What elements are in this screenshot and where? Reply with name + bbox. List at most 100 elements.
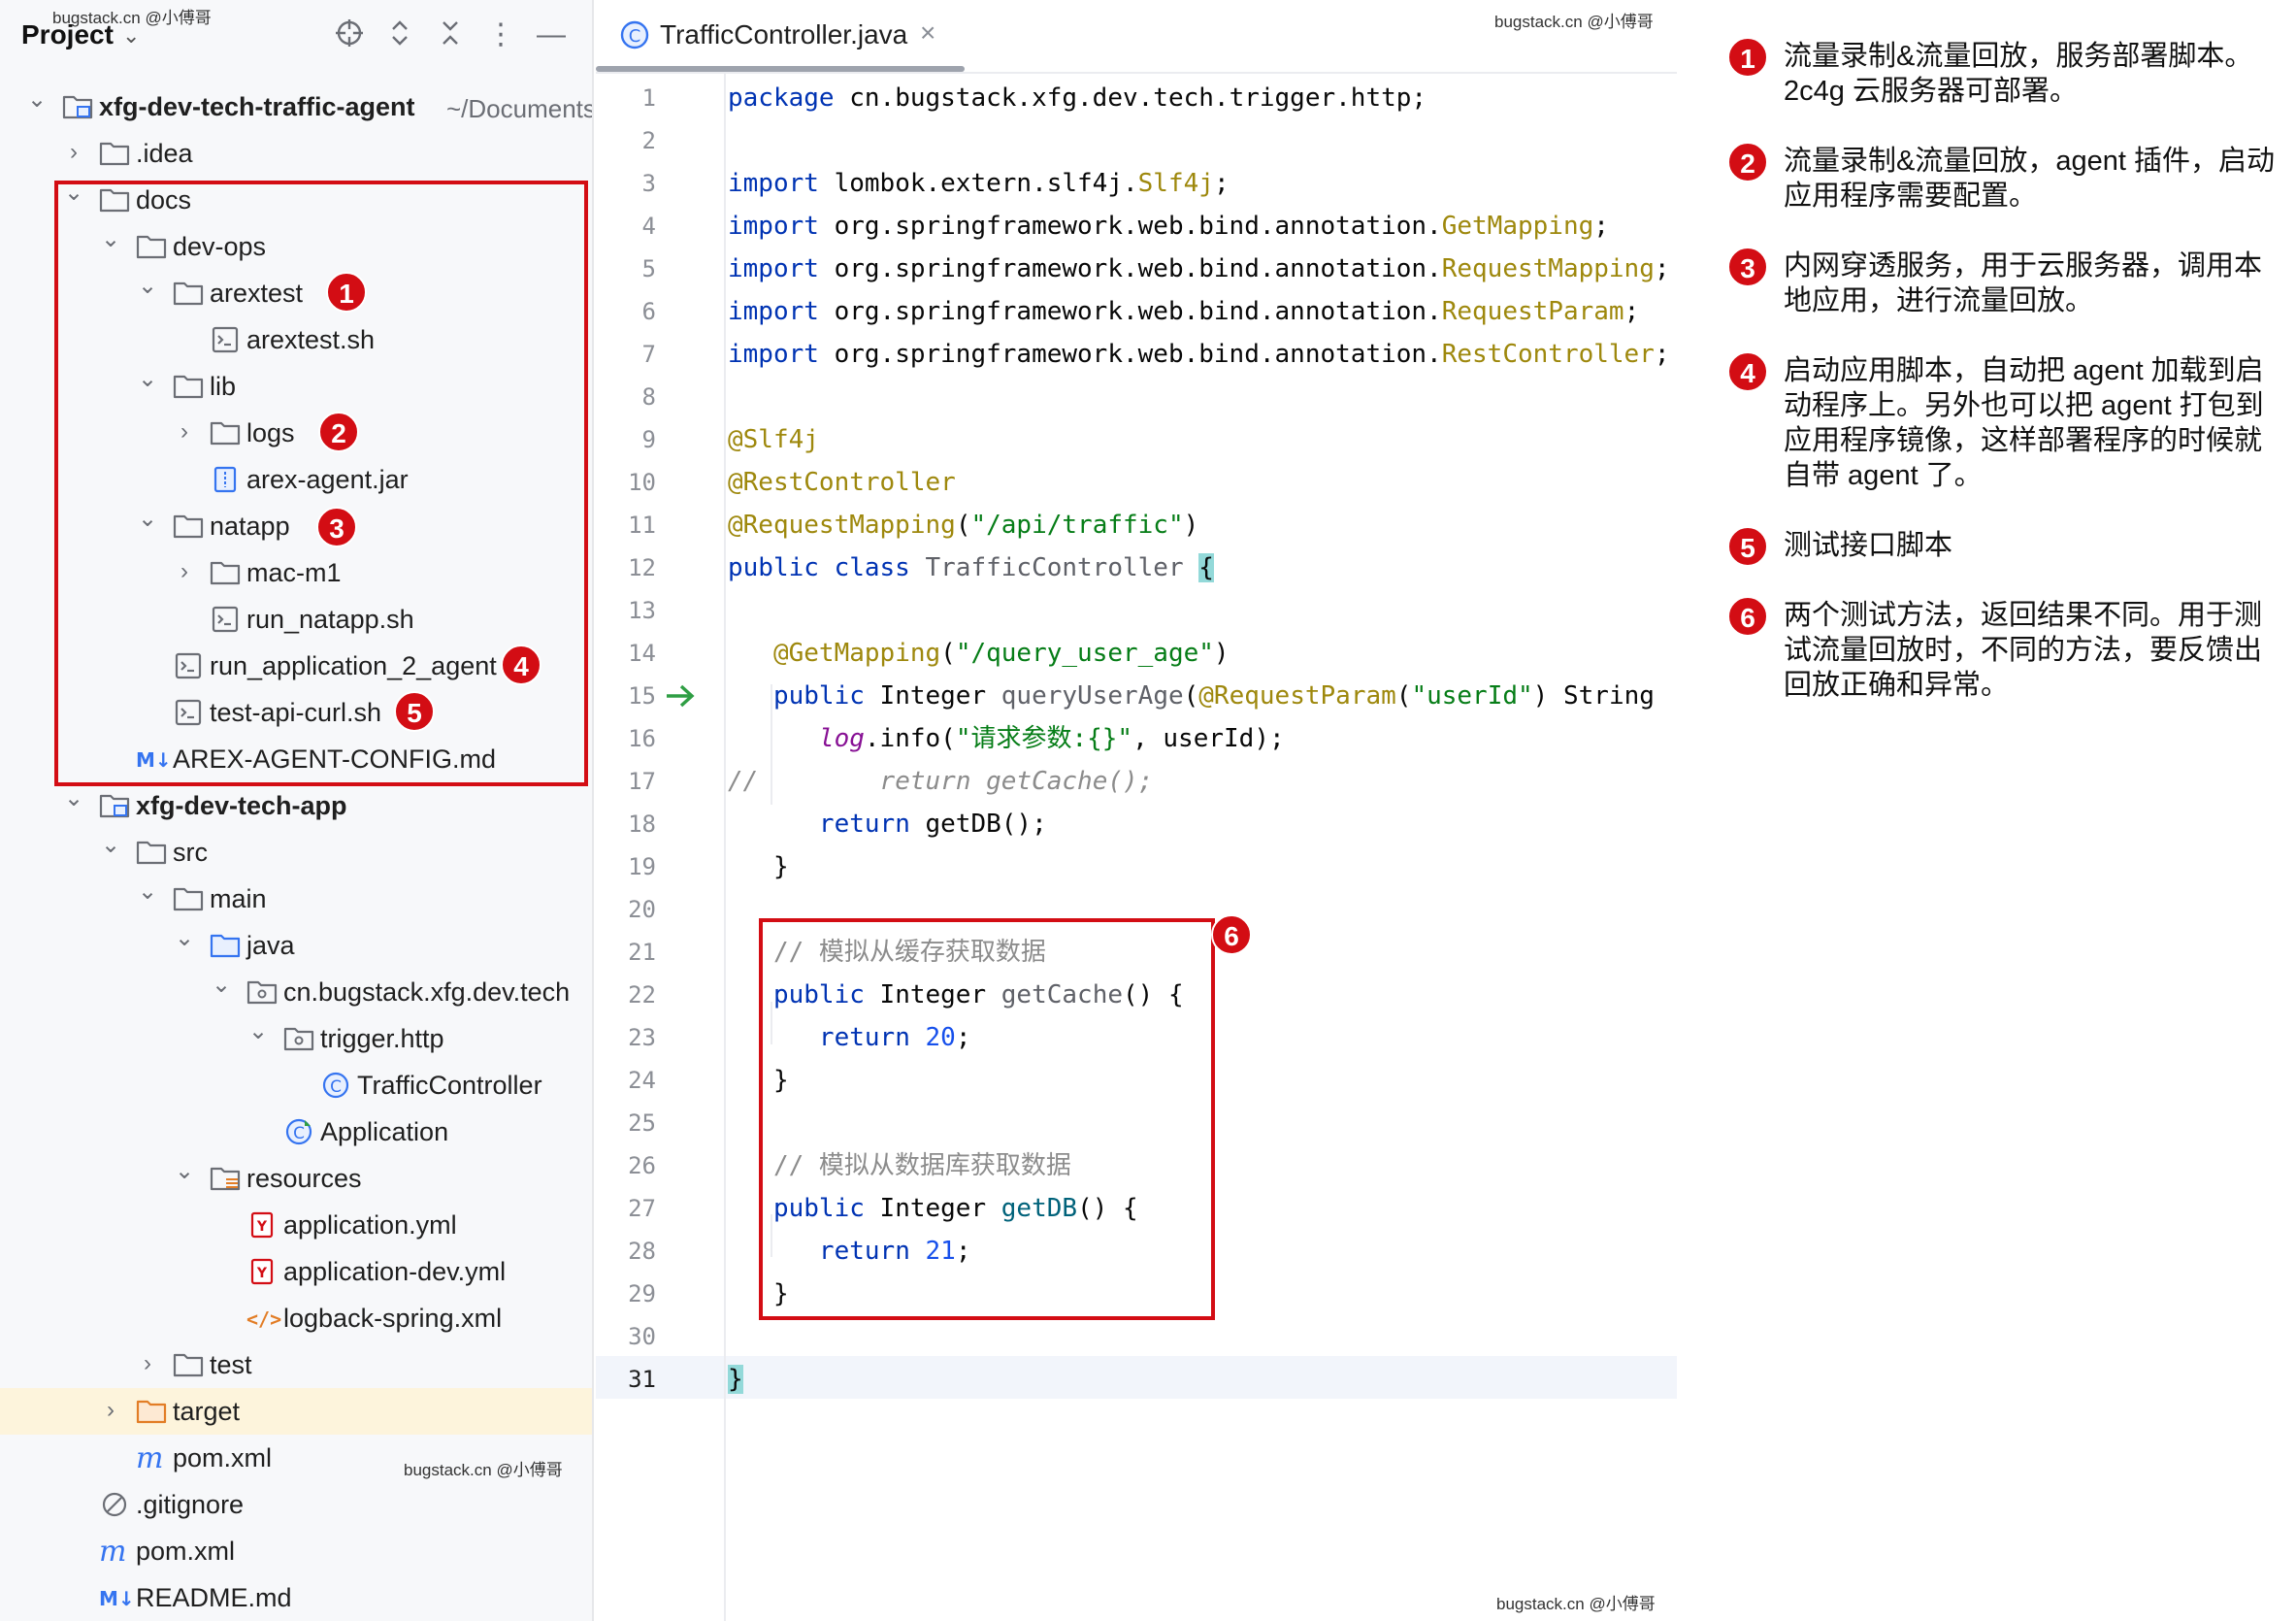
code-line-17: // return getCache(); — [728, 767, 1154, 796]
chevron-down-icon[interactable]: ⌄ — [174, 925, 195, 951]
line-number: 16 — [628, 725, 656, 752]
tree-item[interactable]: ⌄main — [0, 876, 592, 922]
tree-item[interactable]: ⌄ xfg-dev-tech-app — [0, 782, 592, 829]
code-line-22: public Integer getCache() { — [772, 980, 1184, 1009]
chevron-right-icon[interactable]: › — [180, 558, 188, 584]
tree-item-label: README.md — [136, 1583, 292, 1612]
tree-item[interactable]: › test — [0, 1341, 592, 1388]
code-editor: C TrafficController.java × bugstack.cn @… — [596, 0, 1677, 1621]
svg-text:Y: Y — [256, 1219, 268, 1235]
chevron-down-icon[interactable]: ⌄ — [137, 878, 158, 905]
folder-icon — [173, 885, 204, 912]
chevron-down-icon[interactable]: ⌄ — [137, 506, 158, 532]
folder-icon — [173, 280, 204, 307]
spring-class-icon: C — [283, 1118, 314, 1145]
chevron-down-icon[interactable]: ⌄ — [100, 226, 121, 252]
collapse-all-icon[interactable] — [433, 17, 468, 52]
chevron-right-icon[interactable]: › — [70, 139, 78, 165]
tree-item[interactable]: ⌄trigger.http — [0, 1015, 592, 1062]
chevron-down-icon[interactable]: ⌄ — [247, 1018, 269, 1044]
chevron-down-icon[interactable]: ⌄ — [63, 180, 84, 206]
code-line-15: public Integer queryUserAge(@RequestPara… — [772, 681, 1655, 711]
active-tab-indicator — [596, 66, 965, 72]
tree-item-label: Application — [320, 1117, 449, 1146]
tree-item-label: resources — [246, 1164, 362, 1193]
chevron-right-icon[interactable]: › — [180, 418, 188, 445]
tree-item[interactable]: ⌄natapp — [0, 503, 592, 549]
note-text: 流量录制&流量回放，服务部署脚本。2c4g 云服务器可部署。 — [1784, 41, 2253, 107]
tree-item[interactable]: ⌄lib — [0, 363, 592, 410]
chevron-down-icon[interactable]: ⌄ — [211, 972, 232, 998]
tree-item[interactable]: M↓README.md — [0, 1574, 592, 1621]
chevron-down-icon[interactable]: ⌄ — [137, 366, 158, 392]
code-line-23: return 20; — [818, 1023, 971, 1052]
chevron-down-icon[interactable]: ⌄ — [100, 832, 121, 858]
close-icon[interactable]: × — [920, 17, 936, 48]
tree-item[interactable]: </>logback-spring.xml — [0, 1295, 592, 1341]
chevron-right-icon[interactable]: › — [107, 1397, 115, 1423]
chevron-down-icon[interactable]: ⌄ — [174, 1158, 195, 1184]
tree-item[interactable]: › logs — [0, 410, 592, 456]
line-number: 18 — [628, 810, 656, 838]
note-badge: 4 — [1727, 351, 1768, 392]
code-line-31: } — [728, 1365, 743, 1394]
chevron-down-icon[interactable]: ⌄ — [137, 273, 158, 299]
tree-item-label: arextest — [210, 279, 304, 308]
tree-item-label: xfg-dev-tech-app — [136, 791, 347, 820]
ignore-icon — [99, 1491, 130, 1518]
code-line-16: log.info("请求参数:{}", userId); — [818, 724, 1285, 753]
watermark: bugstack.cn @小傅哥 — [404, 1461, 563, 1479]
tree-item[interactable]: run_natapp.sh — [0, 596, 592, 643]
line-number: 4 — [641, 213, 656, 240]
select-opened-file-icon[interactable] — [332, 17, 367, 52]
chevron-down-icon[interactable]: ⌄ — [63, 785, 84, 811]
project-view-selector[interactable]: Project — [21, 19, 114, 50]
tree-item[interactable]: ›.idea — [0, 130, 592, 177]
hide-panel-icon[interactable]: — — [537, 18, 566, 50]
tree-item[interactable]: ⌄ resources — [0, 1155, 592, 1202]
tree-item-label: logs — [246, 418, 295, 447]
tree-item[interactable]: ⌄java — [0, 922, 592, 969]
editor-tab-traffic-controller[interactable]: C TrafficController.java × — [596, 0, 965, 72]
svg-text:M↓: M↓ — [99, 1587, 135, 1610]
tree-item[interactable]: ⌄xfg-dev-tech-traffic-agent~/Documents — [0, 83, 592, 130]
svg-text:C: C — [330, 1077, 342, 1097]
tree-item[interactable]: ⌄ arextest — [0, 270, 592, 316]
chevron-right-icon[interactable]: › — [144, 1350, 151, 1376]
tree-item-label: arex-agent.jar — [246, 465, 409, 494]
tree-item-label: test — [210, 1350, 252, 1379]
source-folder-icon — [210, 932, 241, 959]
code-line-27: public Integer getDB() { — [772, 1194, 1138, 1223]
svg-text:m: m — [99, 1538, 126, 1565]
tree-item[interactable]: M↓AREX-AGENT-CONFIG.md — [0, 736, 592, 782]
tree-item[interactable]: ›mac-m1 — [0, 549, 592, 596]
tree-item[interactable]: run_application_2_agent — [0, 643, 592, 689]
tree-item[interactable]: .gitignore — [0, 1481, 592, 1528]
line-number: 7 — [641, 341, 656, 368]
code-line-12: public class TrafficController { — [728, 553, 1214, 582]
code-line-3: import lombok.extern.slf4j.Slf4j; — [728, 169, 1230, 198]
note-badge: 1 — [1727, 37, 1768, 78]
tree-item[interactable]: ⌄cn.bugstack.xfg.dev.tech — [0, 969, 592, 1015]
more-options-icon[interactable]: ⋮ — [486, 18, 515, 50]
chevron-down-icon[interactable]: ⌄ — [26, 86, 48, 113]
tree-item[interactable]: arextest.sh — [0, 316, 592, 363]
tree-item[interactable]: ⌄dev-ops — [0, 223, 592, 270]
line-number: 31 — [628, 1366, 656, 1393]
svg-text:m: m — [136, 1444, 163, 1472]
tree-item[interactable]: ⌄src — [0, 829, 592, 876]
chevron-down-icon[interactable]: ⌄ — [122, 23, 141, 48]
run-line-marker-icon[interactable] — [664, 679, 697, 712]
tree-item[interactable]: arex-agent.jar — [0, 456, 592, 503]
tree-item[interactable]: ›target — [0, 1388, 592, 1435]
tree-item[interactable]: test-api-curl.sh — [0, 689, 592, 736]
expand-all-icon[interactable] — [382, 17, 417, 52]
tree-item[interactable]: ⌄docs — [0, 177, 592, 223]
line-number: 24 — [628, 1067, 656, 1094]
